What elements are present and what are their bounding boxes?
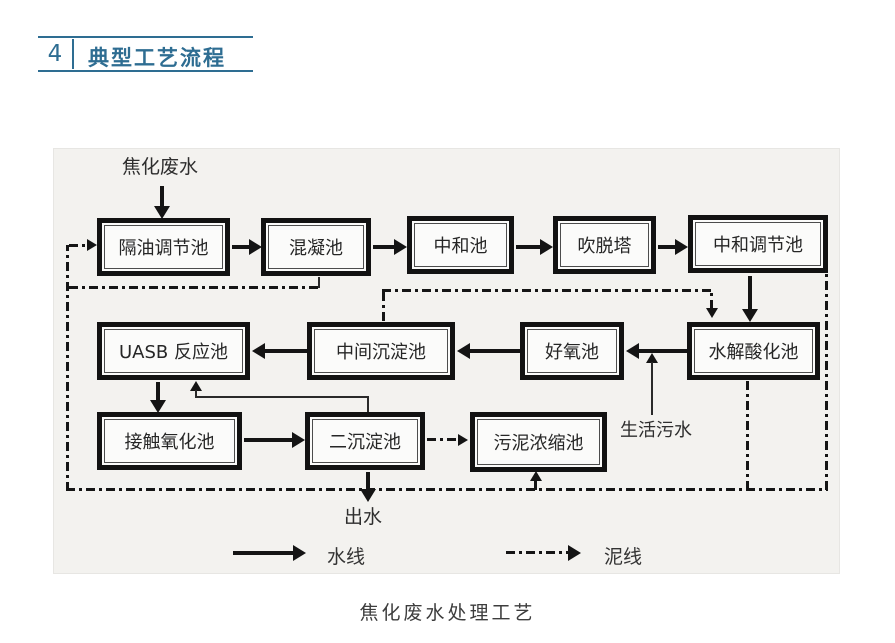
arrow-water-6-line xyxy=(639,349,687,353)
box-sludge-thickening-tank: 污泥浓缩池 xyxy=(470,412,607,472)
arrow-recycle-riser xyxy=(195,390,197,398)
box-label: UASB 反应池 xyxy=(119,342,228,363)
arrow-water-7-line xyxy=(470,349,520,353)
legend-sludge-line-sample xyxy=(506,551,568,554)
sludge-branch-intermediate xyxy=(382,291,385,321)
arrow-water-1-line xyxy=(232,245,249,249)
arrow-water-5-line xyxy=(748,276,752,310)
box-uasb-reactor: UASB 反应池 xyxy=(97,322,250,380)
arrow-water-6-head xyxy=(626,343,639,359)
sludge-return-head xyxy=(87,239,97,251)
arrow-feed-line xyxy=(160,186,164,208)
sludge-header-left xyxy=(69,286,319,289)
box-label: 污泥浓缩池 xyxy=(493,433,584,454)
domestic-sewage-label: 生活污水 xyxy=(620,420,692,441)
arrow-effluent-line xyxy=(366,472,370,490)
arrow-water-2-line xyxy=(373,245,394,249)
sludge-thickener-head xyxy=(530,471,542,481)
arrow-recycle-drop xyxy=(367,396,369,412)
box-label: 二沉淀池 xyxy=(329,432,401,453)
source-label: 焦化废水 xyxy=(122,156,199,178)
sludge-drop-hydrolysis-head xyxy=(706,308,718,318)
sludge-thickener-riser xyxy=(534,480,537,490)
arrow-effluent-head xyxy=(360,489,376,502)
box-label: 水解酸化池 xyxy=(708,342,799,363)
arrow-water-2-head xyxy=(394,239,407,255)
box-contact-oxidation-tank: 接触氧化池 xyxy=(97,412,242,470)
arrow-recycle-head xyxy=(190,381,202,391)
arrow-water-8-line xyxy=(265,349,307,353)
header-top-rule xyxy=(38,36,253,38)
sludge-line-hydrolysis-down xyxy=(746,380,749,490)
diagram-caption: 焦化废水处理工艺 xyxy=(359,602,536,624)
box-grease-trap-regulating-tank: 隔油调节池 xyxy=(97,218,230,276)
box-label: 中间沉淀池 xyxy=(336,342,426,363)
arrow-water-9-line xyxy=(156,382,160,401)
arrow-recycle-run xyxy=(195,396,369,398)
box-label: 中和调节池 xyxy=(713,235,803,256)
section-number: 4 xyxy=(47,41,63,67)
sludge-line-secsed-thickener-head xyxy=(458,434,468,446)
box-neutralization-tank: 中和池 xyxy=(407,216,514,274)
box-label: 吹脱塔 xyxy=(577,236,632,257)
header-bottom-rule xyxy=(38,70,253,72)
legend-sludge-arrow-head xyxy=(568,545,581,561)
legend-sludge-label: 泥线 xyxy=(604,546,643,568)
box-stripping-tower: 吹脱塔 xyxy=(553,216,656,274)
arrow-water-3-head xyxy=(540,239,553,255)
arrow-water-3-line xyxy=(516,245,540,249)
sludge-line-return-branch xyxy=(69,244,89,247)
header-divider xyxy=(72,39,74,69)
box-neutralization-regulating-tank: 中和调节池 xyxy=(688,215,828,273)
box-label: 中和池 xyxy=(433,236,488,257)
arrow-water-8-head xyxy=(252,343,265,359)
sludge-line-secsed-thickener xyxy=(427,438,458,441)
arrow-sewage-head xyxy=(646,353,658,363)
arrow-feed-head xyxy=(154,206,170,219)
arrow-water-1-head xyxy=(249,239,262,255)
sludge-header-right xyxy=(382,289,712,292)
box-secondary-sedimentation-tank: 二沉淀池 xyxy=(305,412,425,470)
arrow-sewage-line xyxy=(651,362,653,415)
sludge-header-bottom xyxy=(66,488,828,491)
arrow-water-9-head xyxy=(150,400,166,413)
box-coagulation-tank: 混凝池 xyxy=(261,218,371,276)
sludge-drop-hydrolysis xyxy=(710,291,713,309)
box-hydrolysis-acidification-tank: 水解酸化池 xyxy=(687,322,820,380)
box-label: 接触氧化池 xyxy=(124,432,215,453)
arrow-water-10-line xyxy=(244,438,292,442)
box-aerobic-tank: 好氧池 xyxy=(520,322,624,380)
box-label: 混凝池 xyxy=(289,238,343,259)
arrow-water-4-head xyxy=(675,239,688,255)
section-title: 典型工艺流程 xyxy=(88,46,226,70)
legend-water-label: 水线 xyxy=(327,546,366,568)
sludge-line-right-vertical xyxy=(825,273,828,490)
sludge-line-left-vertical xyxy=(66,245,69,491)
arrow-water-4-line xyxy=(658,245,675,249)
legend-water-arrow-head xyxy=(293,545,306,561)
box-label: 好氧池 xyxy=(545,342,599,363)
coagulation-sludge-drop xyxy=(318,277,320,288)
arrow-water-7-head xyxy=(457,343,470,359)
effluent-label: 出水 xyxy=(344,506,383,528)
box-intermediate-sedimentation-tank: 中间沉淀池 xyxy=(307,322,455,380)
arrow-water-5-head xyxy=(742,309,758,322)
legend-water-line-sample xyxy=(233,551,293,555)
arrow-water-10-head xyxy=(292,432,305,448)
box-label: 隔油调节池 xyxy=(118,238,209,259)
